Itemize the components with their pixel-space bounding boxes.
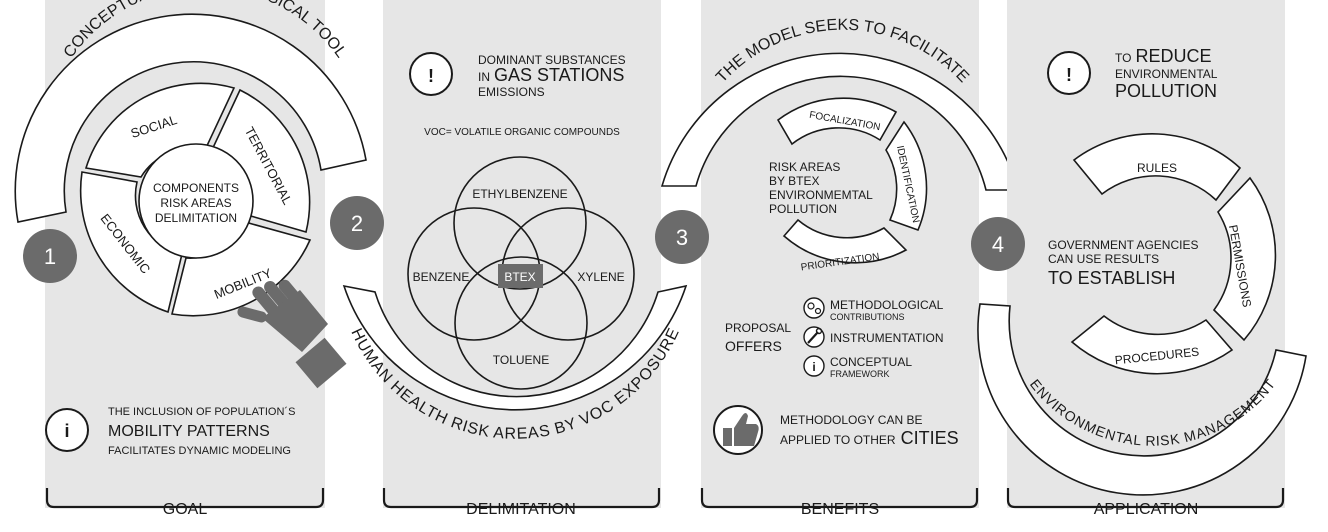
benefits-center-line3: ENVIRONMEMTAL: [769, 188, 873, 202]
offer-1-title: METHODOLOGICAL: [830, 298, 944, 312]
thumbs-up-icon: [713, 405, 763, 455]
application-footer-label: APPLICATION: [1094, 501, 1199, 518]
venn-label-center: BTEX: [504, 270, 535, 284]
app-segment-procedures-shape: [1070, 314, 1234, 375]
step-number-3: 3: [676, 225, 688, 250]
goal-info-glyph: i: [64, 421, 69, 441]
wrench-icon: [803, 326, 825, 348]
offer-3-title: CONCEPTUAL: [830, 355, 912, 369]
goal-center-line2: RISK AREAS: [160, 196, 231, 210]
delim-header-line1: DOMINANT SUBSTANCES: [478, 53, 626, 67]
app-segment-permissions-shape: [1212, 176, 1277, 342]
goal-center-circle: [138, 143, 254, 259]
benefits-note-line1: METHODOLOGY CAN BE: [780, 413, 922, 427]
benefits-segment-focalization-shape: [776, 97, 898, 146]
app-segment-rules: RULES: [1137, 161, 1177, 175]
goal-note-line2: MOBILITY PATTERNS: [108, 423, 270, 440]
app-outer-arc: [977, 303, 1307, 496]
delimitation-footer-label: DELIMITATION: [466, 501, 576, 518]
app-header-line2: ENVIRONMENTAL: [1115, 67, 1218, 81]
venn-label-bottom: TOLUENE: [493, 353, 549, 367]
benefits-footer-label: BENEFITS: [801, 501, 879, 518]
venn-circle-top: [453, 156, 587, 290]
benefits-panel: THE MODEL SEEKS TO FACILITATE FOCALIZATI…: [655, 0, 1020, 518]
proposal-line1: PROPOSAL: [725, 321, 791, 335]
step-badge-4: [971, 217, 1025, 271]
exclamation-icon: [409, 52, 453, 96]
step-number-2: 2: [351, 211, 363, 236]
goal-outer-arc: [14, 13, 367, 223]
offer-3-sub: FRAMEWORK: [830, 369, 890, 379]
exclamation-glyph: !: [428, 66, 434, 86]
app-header-line3: POLLUTION: [1115, 81, 1217, 101]
step-number-1: 1: [44, 244, 56, 269]
step-badge-1: [23, 229, 77, 283]
step-badge-2: [330, 196, 384, 250]
goal-footer-label: GOAL: [163, 501, 208, 518]
goal-note-line3: FACILITATES DYNAMIC MODELING: [108, 445, 291, 457]
delim-outer-arc: [342, 284, 688, 411]
app-center-line1: GOVERNMENT AGENCIES: [1048, 238, 1198, 252]
venn-label-left: BENZENE: [413, 270, 470, 284]
goal-info-icon: [45, 408, 89, 452]
application-bracket: [1006, 488, 1285, 509]
exclamation-glyph-2: !: [1066, 65, 1072, 85]
gears-icon: [803, 297, 825, 319]
app-center-line3: TO ESTABLISH: [1048, 268, 1175, 288]
svg-text:i: i: [812, 360, 815, 374]
app-center-line2: CAN USE RESULTS: [1048, 252, 1159, 266]
info-icon: i: [803, 355, 825, 377]
goal-segment-economic-shape: [79, 171, 183, 314]
app-segment-rules-shape: [1072, 133, 1242, 202]
goal-note-line1: THE INCLUSION OF POPULATION´S: [108, 406, 295, 418]
step-badge-3: [655, 210, 709, 264]
voc-note: VOC= VOLATILE ORGANIC COMPOUNDS: [424, 127, 620, 138]
venn-label-right: XYLENE: [577, 270, 624, 284]
delimitation-bracket: [382, 488, 661, 509]
delim-header-line3: EMISSIONS: [478, 85, 545, 99]
exclamation-icon-2: [1047, 51, 1091, 95]
goal-bracket: [45, 488, 325, 509]
venn-center-fill: [498, 264, 543, 288]
venn-label-top: ETHYLBENZENE: [472, 187, 567, 201]
benefits-center-line2: BY BTEX: [769, 174, 819, 188]
benefits-center-line1: RISK AREAS: [769, 160, 840, 174]
benefits-segment-identification-shape: [885, 120, 928, 232]
offer-2-title: INSTRUMENTATION: [830, 331, 944, 345]
venn-circle-bottom: [454, 256, 588, 390]
proposal-line2: OFFERS: [725, 338, 782, 354]
hand-pointer-icon: [237, 279, 347, 389]
benefits-bracket: [700, 488, 979, 509]
goal-panel: CONCEPTUAL-METHODOLOGICAL TOOL COMPONENT…: [14, 0, 367, 518]
offer-1-sub: CONTRIBUTIONS: [830, 312, 905, 322]
step-number-4: 4: [992, 232, 1004, 257]
benefits-segment-prioritization-shape: [782, 218, 908, 264]
goal-center-line3: DELIMITATION: [155, 211, 237, 225]
benefits-center-line4: POLLUTION: [769, 202, 837, 216]
goal-center-line1: COMPONENTS: [153, 181, 239, 195]
